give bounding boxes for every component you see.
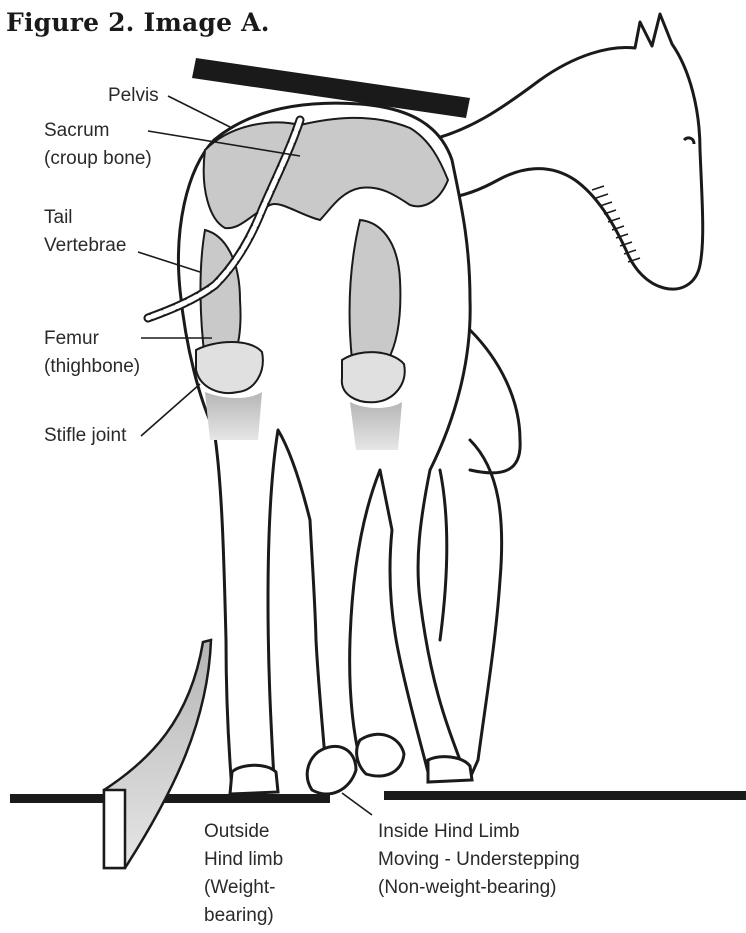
- label-outside-limb-3: (Weight-: [204, 876, 275, 900]
- curved-board-face: [104, 790, 125, 868]
- label-stifle: Stifle joint: [44, 424, 126, 448]
- label-femur-sub: (thighbone): [44, 355, 140, 379]
- label-pelvis: Pelvis: [108, 84, 159, 108]
- label-outside-limb-2: Hind limb: [204, 848, 283, 872]
- label-sacrum: Sacrum: [44, 119, 109, 143]
- ground-line-right: [384, 791, 746, 800]
- label-inside-limb-3: (Non-weight-bearing): [378, 876, 556, 900]
- label-sacrum-sub: (croup bone): [44, 147, 152, 171]
- label-tail: Tail: [44, 206, 73, 230]
- label-tail-vertebrae: Vertebrae: [44, 234, 126, 258]
- label-inside-limb-2: Moving - Understepping: [378, 848, 580, 872]
- ground-line-left: [10, 794, 330, 803]
- label-outside-limb-4: bearing): [204, 904, 274, 928]
- label-femur: Femur: [44, 327, 99, 351]
- label-outside-limb-1: Outside: [204, 820, 269, 844]
- label-inside-limb-1: Inside Hind Limb: [378, 820, 520, 844]
